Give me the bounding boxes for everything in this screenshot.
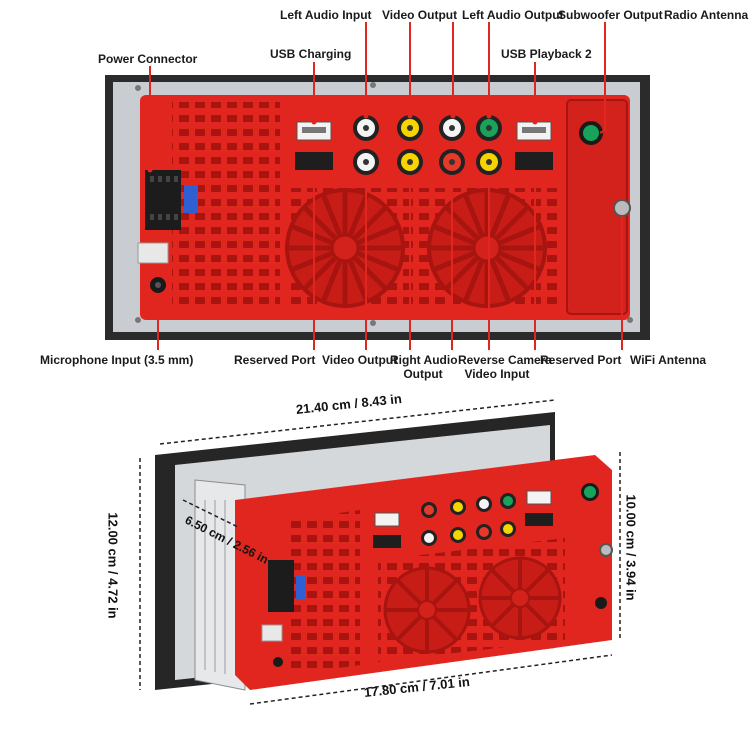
- label-reverse-camera-line1: Reverse Camera: [458, 353, 553, 367]
- top-fan-left: [285, 188, 405, 308]
- wifi-antenna-port: [613, 199, 631, 217]
- label-right-audio-output-line1: Right Audio: [390, 353, 458, 367]
- dim-chassis-height: 10.00 cm / 3.94 in: [623, 494, 639, 601]
- label-left-audio-output: Left Audio Output: [462, 8, 564, 22]
- label-video-output-bottom: Video Output: [322, 353, 398, 367]
- aux-connector: [137, 242, 169, 264]
- bottom-rca: [421, 493, 516, 546]
- bottom-aux-connector: [261, 624, 283, 642]
- label-power-connector: Power Connector: [98, 52, 198, 66]
- reserved-port-left-shape: [295, 152, 333, 170]
- label-right-audio-output-line2: Output: [403, 367, 443, 381]
- callout-lines: [149, 22, 623, 350]
- bottom-side-chassis: [194, 479, 246, 691]
- label-reserved-port-left: Reserved Port: [234, 353, 316, 367]
- label-usb-playback-2: USB Playback 2: [501, 47, 592, 61]
- label-usb-charging: USB Charging: [270, 47, 352, 61]
- label-reverse-camera-line2: Video Input: [464, 367, 530, 381]
- label-reserved-port-right: Reserved Port: [540, 353, 622, 367]
- label-subwoofer-output: Subwoofer Output: [558, 8, 663, 22]
- dimension-lines: [139, 399, 621, 705]
- dim-height: 12.00 cm / 4.72 in: [105, 512, 121, 619]
- top-fan-right: [427, 188, 547, 308]
- label-right-audio-output: Right Audio Output: [390, 353, 458, 381]
- bottom-power-connector: [268, 560, 294, 612]
- rca-top-row: [353, 115, 502, 141]
- label-radio-antenna: Radio Antenna: [664, 8, 749, 22]
- bottom-fan-right: [478, 556, 562, 640]
- label-reverse-camera: Reverse Camera Video Input: [458, 353, 552, 381]
- label-left-audio-input: Left Audio Input: [280, 8, 372, 22]
- bottom-left-vents: [290, 510, 360, 675]
- bottom-fan-left: [383, 566, 471, 654]
- rca-bottom-row: [353, 149, 502, 175]
- label-video-output-top: Video Output: [382, 8, 458, 22]
- reserved-port-right-shape: [515, 152, 553, 170]
- label-wifi-antenna: WiFi Antenna: [630, 353, 707, 367]
- label-microphone-input: Microphone Input (3.5 mm): [40, 353, 194, 367]
